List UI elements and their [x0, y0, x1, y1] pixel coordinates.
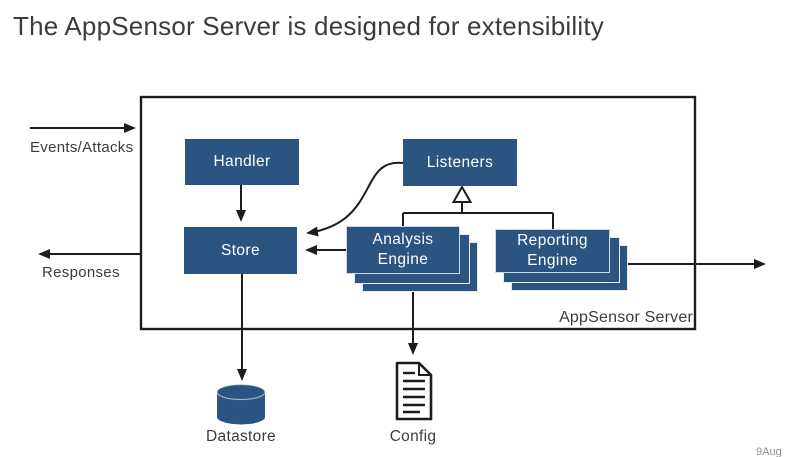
analysis-engine-stack: Analysis Engine — [346, 226, 478, 292]
database-cylinder-icon — [216, 383, 266, 425]
listeners-box: Listeners — [403, 139, 517, 186]
document-icon — [395, 361, 433, 421]
listeners-to-store-arrow — [306, 161, 404, 237]
config-label: Config — [389, 428, 437, 445]
inheritance-triangle-icon — [451, 184, 473, 203]
datastore-label: Datastore — [206, 428, 276, 445]
page-title: The AppSensor Server is designed for ext… — [13, 11, 604, 41]
reporting-engine-stack: Reporting Engine — [495, 229, 628, 291]
handler-box: Handler — [185, 139, 299, 185]
analysis-engine-box: Analysis Engine — [346, 226, 460, 274]
store-box: Store — [184, 227, 297, 274]
corner-watermark: 9Aug — [756, 446, 782, 457]
appsensor-server-label: AppSensor Server — [559, 309, 693, 326]
reporting-engine-box: Reporting Engine — [495, 229, 610, 273]
events-attacks-label: Events/Attacks — [30, 139, 134, 156]
appsensor-server-boundary — [139, 95, 697, 331]
responses-label: Responses — [42, 264, 120, 281]
